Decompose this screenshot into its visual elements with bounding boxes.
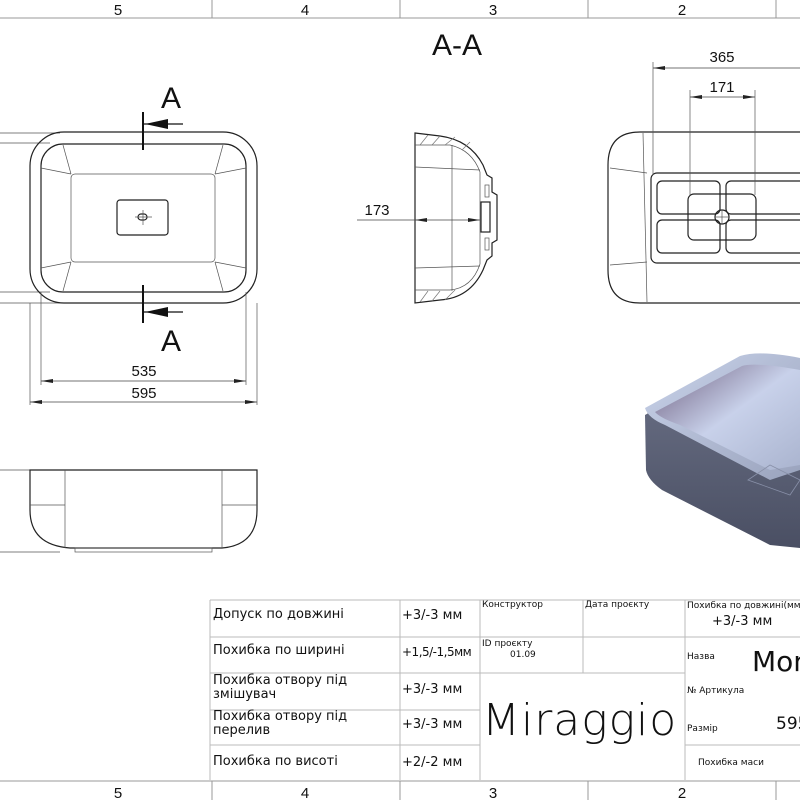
section-title: A-A <box>432 29 482 62</box>
dimension-label: 595 <box>131 385 156 402</box>
frame-bottom-row: 5 4 3 2 <box>0 780 800 800</box>
column-number: 5 <box>114 785 122 800</box>
section-view: 173 <box>357 132 498 304</box>
dimension-label: 171 <box>709 79 734 96</box>
top-view: A A 535 595 <box>0 82 258 405</box>
column-number: 4 <box>301 785 309 800</box>
frame-top-row: 5 4 3 2 <box>0 0 800 19</box>
drain-icon <box>116 199 169 236</box>
dimension-label: 535 <box>131 363 156 380</box>
column-number: 3 <box>489 785 497 800</box>
column-number: 2 <box>678 2 686 19</box>
dimension-label: 365 <box>709 49 734 66</box>
title-block-grid <box>209 599 800 780</box>
dimension-label: 173 <box>364 202 389 219</box>
section-marker: A <box>161 82 181 115</box>
front-elevation <box>0 469 258 553</box>
column-number: 5 <box>114 2 122 19</box>
column-number: 3 <box>489 2 497 19</box>
bottom-view: 365 171 <box>607 49 800 304</box>
column-number: 2 <box>678 785 686 800</box>
column-number: 4 <box>301 2 309 19</box>
sink-3d-render <box>645 353 800 548</box>
section-marker: A <box>161 325 181 358</box>
